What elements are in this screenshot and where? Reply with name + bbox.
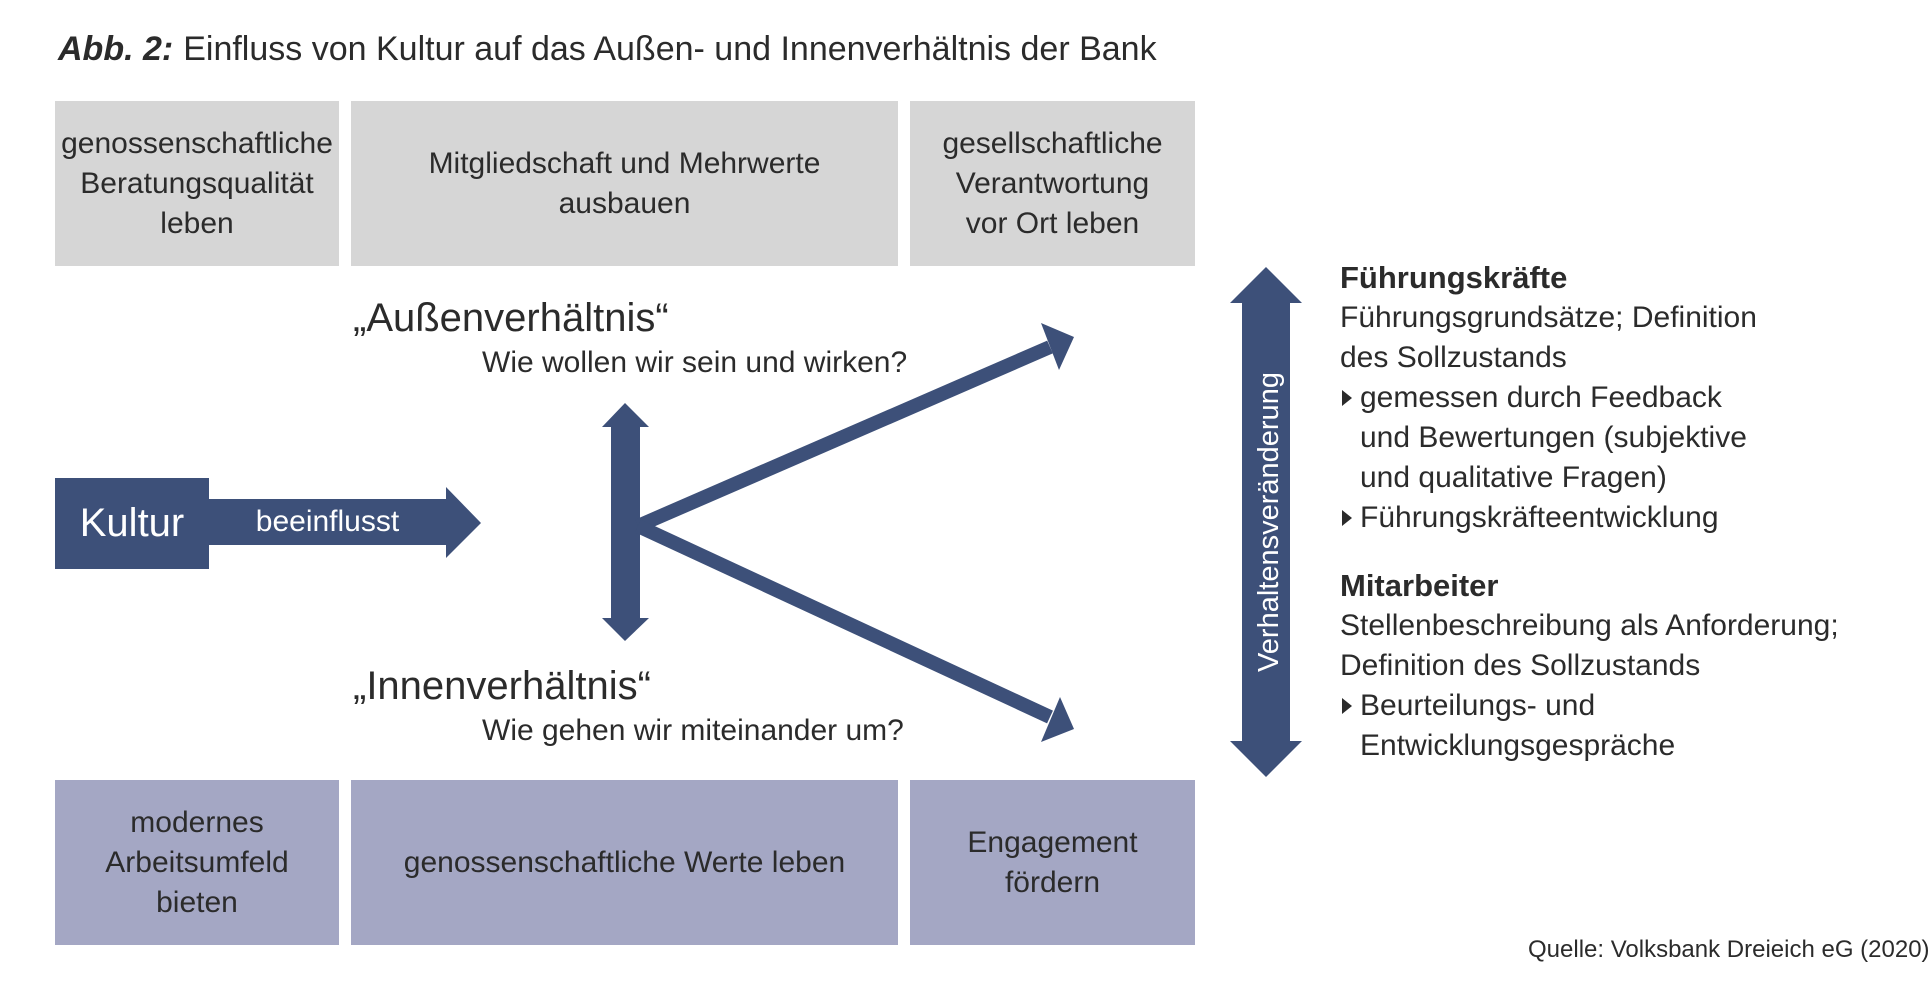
fuehrung-bullet: Führungskräfteentwicklung <box>1340 498 1870 538</box>
top-box-mitgliedschaft: Mitgliedschaft und Mehrwerte ausbauen <box>351 101 898 266</box>
bottom-box-arbeitsumfeld: modernes Arbeitsumfeld bieten <box>55 780 339 945</box>
beeinflusst-label: beeinflusst <box>255 505 400 538</box>
beeinflusst-label-wrap: beeinflusst <box>209 499 446 545</box>
upper-arrowhead <box>1041 323 1074 370</box>
lower-diagonal-arrow <box>635 519 1053 724</box>
fuehrung-text: Führungsgrundsätze; Definition des Sollz… <box>1340 301 1757 374</box>
bottom-box-werte: genossenschaftliche Werte leben <box>351 780 898 945</box>
upper-diagonal-arrow <box>635 340 1053 533</box>
fuehrung-bullet: gemessen durch Feedback und Bewertungen … <box>1340 378 1780 498</box>
mitarbeiter-text: Stellenbeschreibung als Anforderung; Def… <box>1340 609 1839 682</box>
figure-title: Abb. 2:Einfluss von Kultur auf das Außen… <box>58 30 1157 69</box>
bottom-box-label: modernes Arbeitsumfeld bieten <box>105 805 289 919</box>
vertical-arrow-label: Verhaltensveränderung <box>1253 372 1285 672</box>
lower-arrowhead <box>1041 697 1074 742</box>
kultur-box: Kultur <box>55 478 209 569</box>
bottom-box-label: genossenschaftliche Werte leben <box>403 845 846 879</box>
source-note: Quelle: Volksbank Dreieich eG (2020) <box>1528 936 1930 963</box>
figure: Abb. 2:Einfluss von Kultur auf das Außen… <box>55 30 1930 963</box>
beeinflusst-arrow <box>209 487 481 558</box>
top-box-beratungsqualitaet: genossenschaftliche Beratungsqualität le… <box>55 101 339 266</box>
fuehrung-heading: Führungskräfte <box>1340 260 1568 295</box>
figure-number: Abb. 2: <box>58 30 174 68</box>
top-box-label: gesellschaftliche Verantwortung vor Ort … <box>942 126 1163 240</box>
top-box-label: Mitgliedschaft und Mehrwerte ausbauen <box>428 146 821 220</box>
top-box-label: genossenschaftliche Beratungsqualität le… <box>61 126 333 240</box>
outer-question: Wie wollen wir sein und wirken? <box>482 346 908 379</box>
mitarbeiter-bullet: Beurteilungs- und Entwicklungsgespräche <box>1340 686 1675 766</box>
inner-heading: „Innenverhältnis“ <box>353 664 651 708</box>
right-text-column: Führungskräfte Führungsgrundsätze; Defin… <box>1340 258 1870 766</box>
outer-heading: „Außenverhältnis“ <box>353 296 669 340</box>
figure-title-text: Einfluss von Kultur auf das Außen- und I… <box>183 30 1157 68</box>
small-double-arrow <box>602 403 649 641</box>
large-double-arrow <box>1230 267 1302 777</box>
inner-question: Wie gehen wir miteinander um? <box>482 714 904 747</box>
top-box-verantwortung: gesellschaftliche Verantwortung vor Ort … <box>910 101 1195 266</box>
bottom-box-label: Engagement fördern <box>967 825 1138 899</box>
bottom-box-engagement: Engagement fördern <box>910 780 1195 945</box>
mitarbeiter-heading: Mitarbeiter <box>1340 568 1499 603</box>
kultur-label: Kultur <box>79 501 185 545</box>
arrows-layer: Verhaltensveränderung <box>209 267 1302 777</box>
